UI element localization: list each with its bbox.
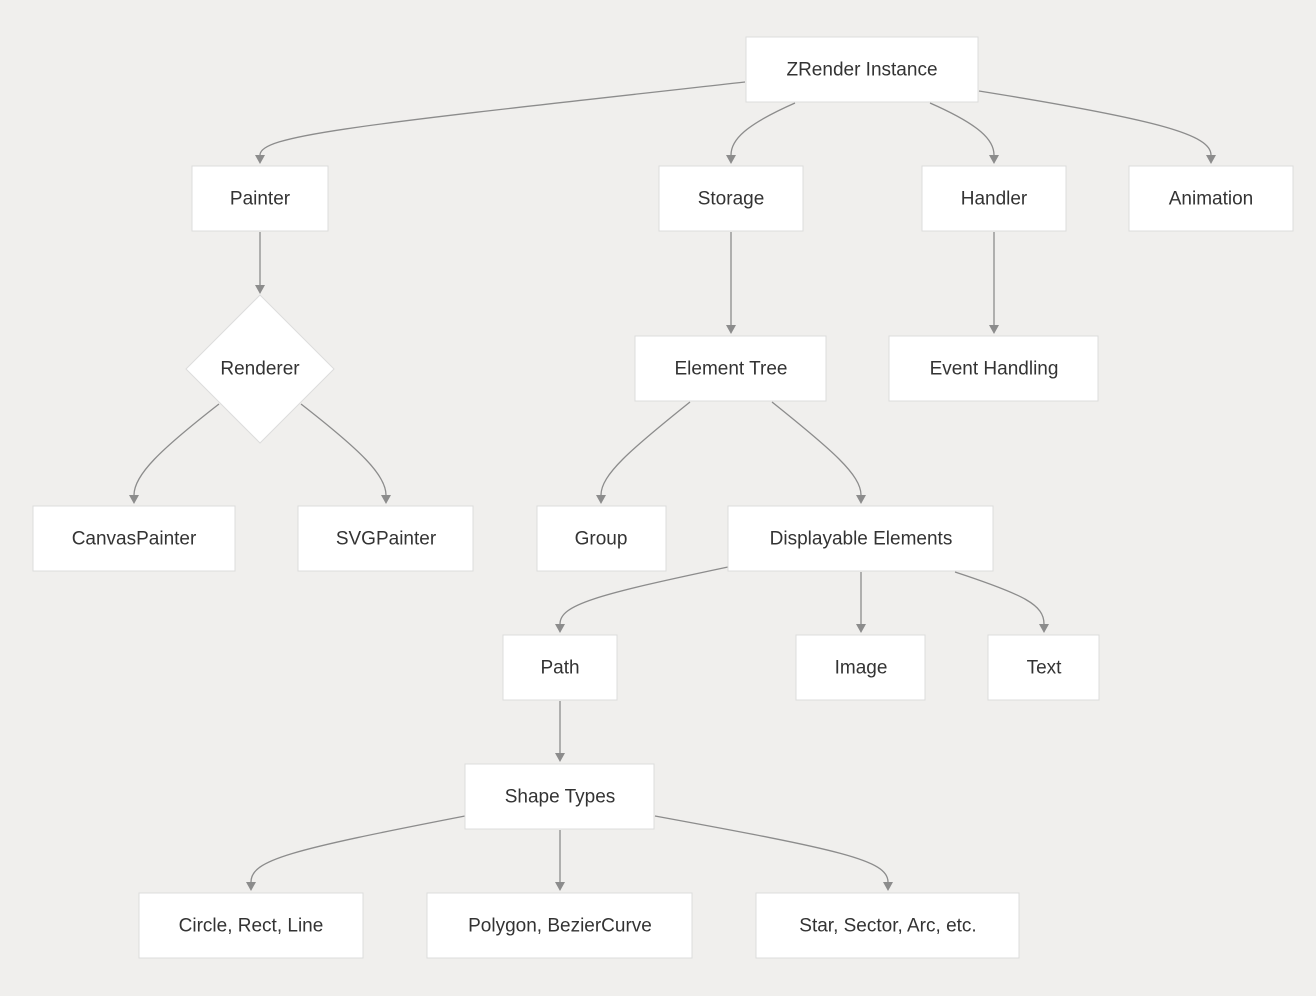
edge-zrender-storage xyxy=(730,102,796,156)
edge-shape-types-circle xyxy=(250,815,466,883)
node-label: Event Handling xyxy=(930,359,1059,380)
edges xyxy=(129,81,1216,891)
arrowhead-circle xyxy=(246,882,256,891)
node-handler[interactable]: Handler xyxy=(921,165,1067,232)
arrowhead-renderer xyxy=(255,285,265,294)
arrowhead-text xyxy=(1039,624,1049,633)
node-svgpainter[interactable]: SVGPainter xyxy=(297,505,474,572)
arrowhead-storage xyxy=(726,155,736,164)
edge-displayable-text xyxy=(954,571,1045,625)
node-displayable-elements[interactable]: Displayable Elements xyxy=(727,505,994,572)
edge-zrender-painter xyxy=(259,81,746,156)
node-circle-rect-line[interactable]: Circle, Rect, Line xyxy=(138,892,364,959)
node-path[interactable]: Path xyxy=(502,634,618,701)
node-label: Shape Types xyxy=(505,787,616,808)
arrowhead-painter xyxy=(255,155,265,164)
arrowhead-shape-types xyxy=(555,753,565,762)
node-label: Text xyxy=(1027,658,1063,679)
arrowhead-image xyxy=(856,624,866,633)
edge-element-tree-displayable xyxy=(771,401,862,496)
node-painter[interactable]: Painter xyxy=(191,165,329,232)
node-star-sector-arc[interactable]: Star, Sector, Arc, etc. xyxy=(755,892,1020,959)
node-image[interactable]: Image xyxy=(795,634,926,701)
arrowhead-svgpainter xyxy=(381,495,391,504)
node-label: CanvasPainter xyxy=(72,529,197,550)
node-label: ZRender Instance xyxy=(786,60,937,81)
arrowhead-star xyxy=(883,882,893,891)
node-label: Renderer xyxy=(220,359,300,380)
edge-zrender-animation xyxy=(978,90,1212,156)
node-polygon-beziercurve[interactable]: Polygon, BezierCurve xyxy=(426,892,693,959)
node-label: Element Tree xyxy=(675,359,788,380)
node-label: SVGPainter xyxy=(336,529,437,550)
node-group[interactable]: Group xyxy=(536,505,667,572)
edge-shape-types-star xyxy=(654,815,889,883)
edge-displayable-path xyxy=(559,566,729,625)
arrowhead-animation xyxy=(1206,155,1216,164)
edge-renderer-svgpainter xyxy=(300,403,387,496)
arrowhead-canvaspainter xyxy=(129,495,139,504)
node-event-handling[interactable]: Event Handling xyxy=(888,335,1099,402)
node-label: Polygon, BezierCurve xyxy=(468,916,652,937)
node-label: Path xyxy=(540,658,579,679)
node-label: Group xyxy=(575,529,628,550)
arrowhead-event-handling xyxy=(989,325,999,334)
node-zrender-instance[interactable]: ZRender Instance xyxy=(745,36,979,103)
node-label: Star, Sector, Arc, etc. xyxy=(799,916,976,937)
edge-renderer-canvaspainter xyxy=(133,403,220,496)
node-animation[interactable]: Animation xyxy=(1128,165,1294,232)
arrowhead-handler xyxy=(989,155,999,164)
edge-element-tree-group xyxy=(600,401,691,496)
arrowhead-polygon xyxy=(555,882,565,891)
node-shape-types[interactable]: Shape Types xyxy=(464,763,655,830)
node-label: Circle, Rect, Line xyxy=(179,916,324,937)
nodes: ZRender Instance Painter Storage Handler… xyxy=(32,36,1294,959)
arrowhead-group xyxy=(596,495,606,504)
node-label: Displayable Elements xyxy=(770,529,953,550)
node-element-tree[interactable]: Element Tree xyxy=(634,335,827,402)
node-text[interactable]: Text xyxy=(987,634,1100,701)
node-storage[interactable]: Storage xyxy=(658,165,804,232)
arrowhead-displayable xyxy=(856,495,866,504)
node-label: Animation xyxy=(1169,189,1254,210)
node-label: Storage xyxy=(698,189,765,210)
arrowhead-element-tree xyxy=(726,325,736,334)
node-label: Handler xyxy=(961,189,1028,210)
edge-zrender-handler xyxy=(929,102,995,156)
node-label: Image xyxy=(835,658,888,679)
node-canvaspainter[interactable]: CanvasPainter xyxy=(32,505,236,572)
node-renderer-decision[interactable]: Renderer xyxy=(185,294,335,444)
node-label: Painter xyxy=(230,189,291,210)
arrowhead-path xyxy=(555,624,565,633)
